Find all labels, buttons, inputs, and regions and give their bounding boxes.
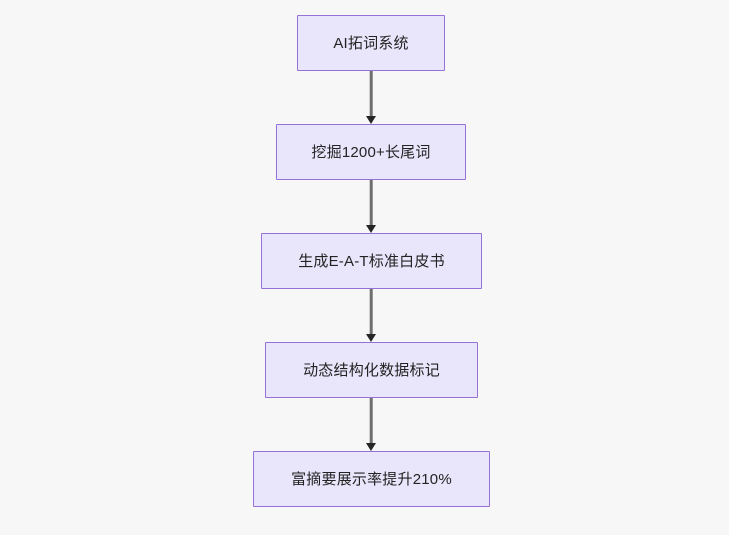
arrow-down-icon [366, 225, 376, 233]
flowchart-node-label: 生成E-A-T标准白皮书 [298, 252, 445, 270]
flowchart-node-label: 动态结构化数据标记 [303, 361, 440, 379]
flowchart-edge-n3-n4 [361, 398, 381, 451]
edge-line [369, 289, 373, 335]
arrow-down-icon [366, 116, 376, 124]
flowchart-node-rich-snippet-rate-increase[interactable]: 富摘要展示率提升210% [253, 451, 490, 507]
flowchart-node-mine-longtail-keywords[interactable]: 挖掘1200+长尾词 [276, 124, 466, 180]
flowchart-node-generate-eat-whitepaper[interactable]: 生成E-A-T标准白皮书 [261, 233, 482, 289]
flowchart-node-ai-keyword-system[interactable]: AI拓词系统 [297, 15, 445, 71]
flowchart-node-dynamic-structured-data-markup[interactable]: 动态结构化数据标记 [265, 342, 478, 398]
flowchart-edge-n1-n2 [361, 180, 381, 233]
flowchart-node-label: 富摘要展示率提升210% [291, 470, 452, 488]
flowchart-node-label: 挖掘1200+长尾词 [311, 143, 431, 161]
edge-line [369, 71, 373, 117]
arrow-down-icon [366, 334, 376, 342]
arrow-down-icon [366, 443, 376, 451]
flowchart-edge-n2-n3 [361, 289, 381, 342]
edge-line [369, 180, 373, 226]
flowchart-node-label: AI拓词系统 [333, 34, 409, 52]
edge-line [369, 398, 373, 444]
flowchart-edge-n0-n1 [361, 71, 381, 124]
